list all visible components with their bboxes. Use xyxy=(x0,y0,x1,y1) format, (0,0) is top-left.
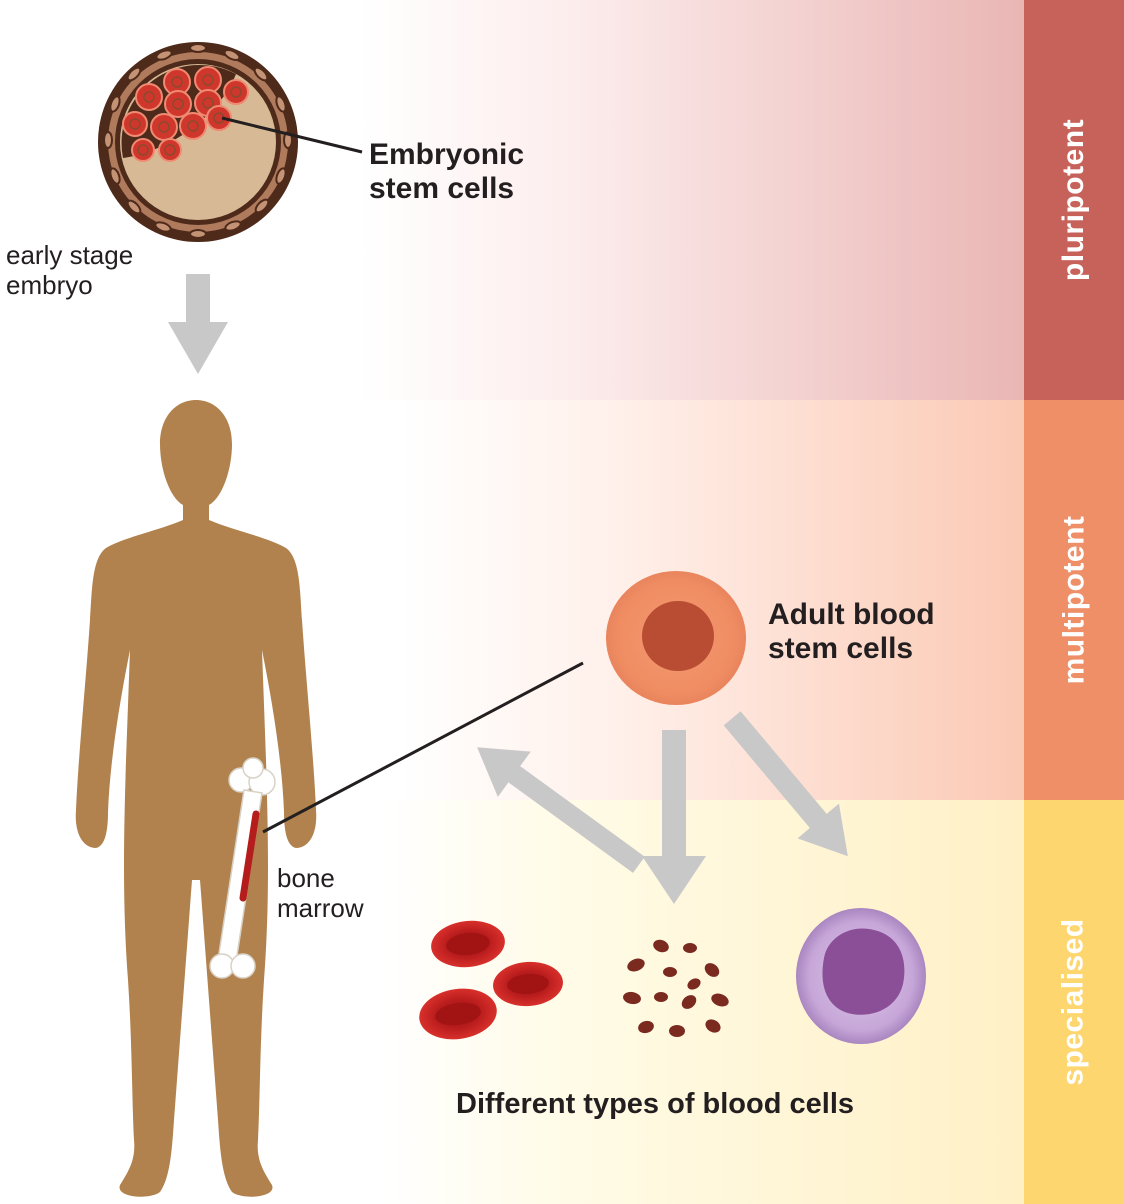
multipotent-band xyxy=(1024,400,1124,800)
embryo-icon xyxy=(98,42,298,242)
adult-blood-stem-cells-label: Adult blood stem cells xyxy=(768,598,935,666)
pluripotent-label: pluripotent xyxy=(1057,118,1091,282)
pluripotent-band xyxy=(1024,0,1124,400)
adult-blood-stem-cell-icon xyxy=(606,571,746,705)
multipotent-band-label-box: multipotent xyxy=(1024,400,1124,800)
embryonic-label-line1: Embryonic xyxy=(369,138,525,171)
early-stage-embryo-label: early stage embryo xyxy=(6,240,134,300)
pluripotent-background xyxy=(360,0,1024,400)
red-blood-cells-icon xyxy=(419,920,563,1040)
bone-label-line2: marrow xyxy=(277,892,364,923)
arrow-to-red-cells-icon xyxy=(477,747,645,873)
human-body-silhouette xyxy=(75,400,317,1197)
embryonic-stem-cell-cluster xyxy=(122,66,249,162)
pluripotent-band-label-box: pluripotent xyxy=(1024,0,1124,400)
platelets-icon xyxy=(623,939,729,1037)
down-arrow-icon xyxy=(168,274,228,374)
specialised-label: specialised xyxy=(1057,918,1091,1086)
specialised-band xyxy=(1024,800,1124,1204)
white-blood-cell-icon xyxy=(796,908,926,1044)
differentiation-arrows xyxy=(477,711,848,904)
multipotent-label: multipotent xyxy=(1057,515,1090,685)
different-types-label: Different types of blood cells xyxy=(456,1088,854,1120)
adult-label-line2: stem cells xyxy=(768,632,914,666)
adult-label-line1: Adult blood xyxy=(768,598,935,631)
specialised-band-label-box: specialised xyxy=(1024,800,1124,1204)
embryonic-stem-cells-label: Embryonic stem cells xyxy=(369,138,524,206)
embryonic-leader-line xyxy=(221,116,363,154)
bone-marrow-line xyxy=(239,810,260,902)
early-label-line1: early stage xyxy=(6,240,134,270)
bone-marrow-label: bone marrow xyxy=(277,863,364,923)
bone-label-line1: bone xyxy=(277,863,335,893)
bone-marrow-leader-line xyxy=(262,661,584,834)
early-label-line2: embryo xyxy=(6,269,93,300)
arrow-to-white-cell-icon xyxy=(723,711,848,857)
embryonic-label-line2: stem cells xyxy=(369,172,515,206)
femur-bone-icon xyxy=(209,757,276,979)
arrow-to-platelets-icon xyxy=(642,730,706,904)
